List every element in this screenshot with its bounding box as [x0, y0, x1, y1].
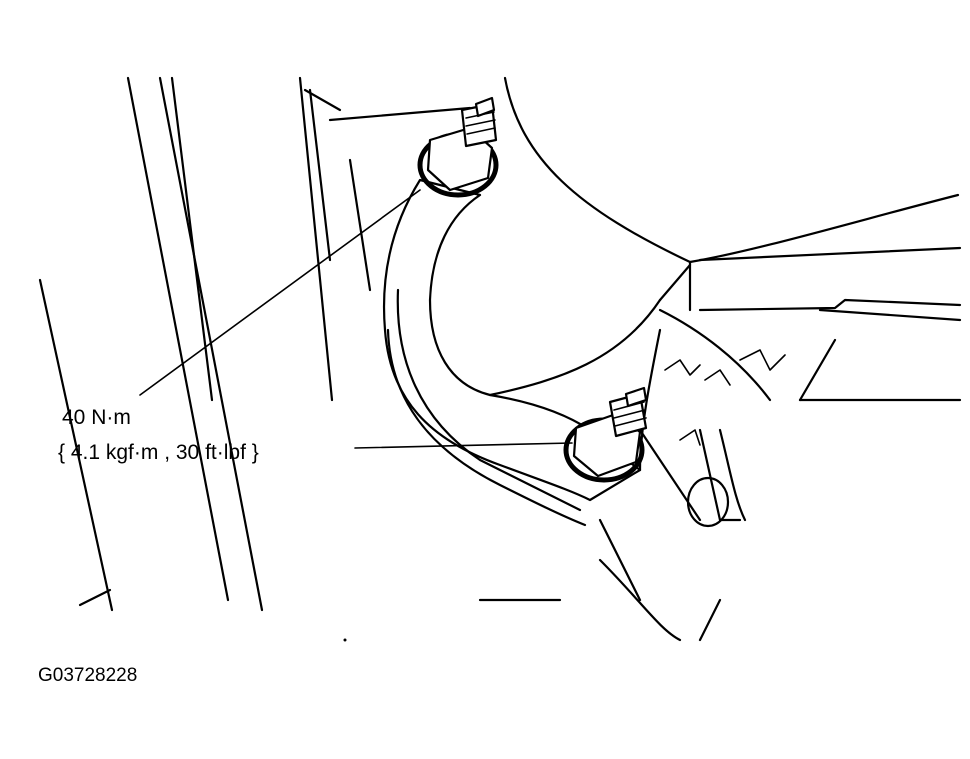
figure-id-label: G03728228 [38, 665, 138, 686]
torque-value-label: 40 N·m [62, 406, 131, 429]
reference-dot [343, 638, 347, 642]
torque-conversion-label: { 4.1 kgf·m , 30 ft·lbf } [58, 441, 259, 464]
upper-bolt-nut [417, 96, 499, 198]
upper-housing [503, 76, 962, 402]
frame-lines [38, 76, 562, 612]
lower-bolt-nut [563, 386, 648, 483]
callout-leaders [139, 189, 573, 449]
mounting-bracket [598, 308, 786, 642]
